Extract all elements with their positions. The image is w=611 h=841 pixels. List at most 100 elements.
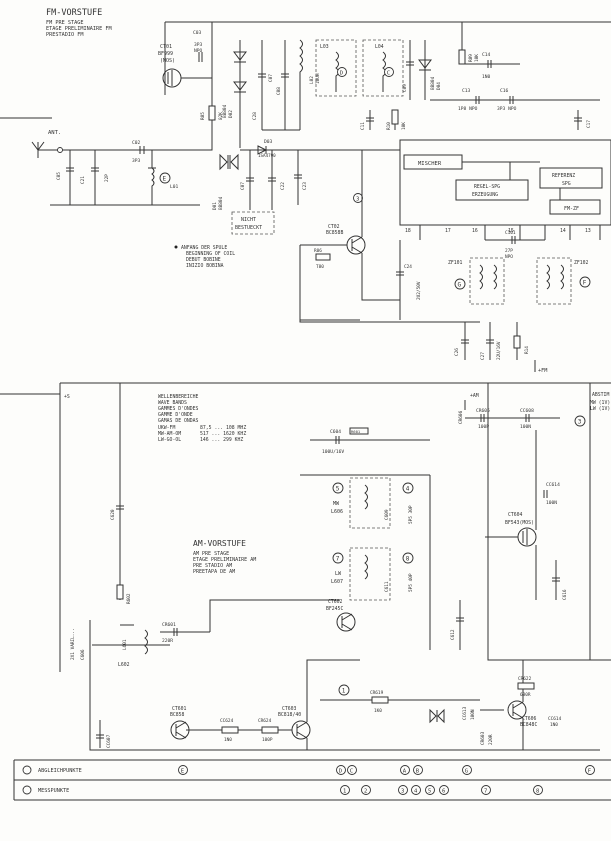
abgleich-mark-b-text: B — [416, 768, 420, 774]
abgleich-mark-d — [336, 765, 346, 775]
referenz-box — [539, 167, 603, 189]
c24-cap — [396, 271, 404, 276]
c05-name: C05 — [56, 172, 62, 180]
c03-dielectric: NPO — [194, 48, 203, 54]
zf102-name: ZF102 — [574, 260, 589, 266]
ic-internal-wires — [462, 161, 561, 200]
cr601-name: CR601 — [162, 622, 176, 628]
l04-name: L04 — [375, 44, 384, 50]
c612-cap — [456, 600, 464, 650]
marker-3-text: 3 — [356, 197, 359, 203]
abgleich-marks: E D C A B G F — [178, 765, 595, 775]
l03-name: L03 — [320, 44, 329, 50]
regel-label-1: REGEL-SPG — [474, 184, 500, 190]
fmzf-box — [549, 199, 601, 215]
mess-mark-7 — [481, 785, 491, 795]
c620-name: C620 — [110, 509, 116, 520]
pin-17: 17 — [445, 228, 451, 234]
l606-shield — [349, 477, 391, 529]
c16-value: 3P3 NPO — [497, 106, 517, 112]
abgleich-mark-a — [400, 765, 410, 775]
fmzf-label: FM-ZF — [564, 206, 579, 212]
d01-type: BB804 — [218, 196, 224, 210]
c27-value: 22U/16V — [496, 341, 502, 360]
cc608-name: CC608 — [520, 408, 534, 414]
am-plus-s: +S — [64, 394, 70, 400]
d02-name: D02 — [228, 110, 234, 118]
r09-resistor — [458, 49, 466, 65]
marker-8-text: 8 — [406, 556, 410, 563]
r09-name: R09 — [468, 54, 474, 62]
r602-name: R602 — [126, 593, 132, 604]
zf101-coils — [479, 264, 497, 290]
fm-input-wire — [130, 118, 213, 151]
abgleich-mark-c-text: C — [350, 768, 353, 774]
c14-value: 1N0 — [482, 74, 491, 80]
ct02-type: BC858B — [326, 230, 343, 236]
c601-cap — [173, 628, 178, 636]
l601-name: L601 — [122, 639, 128, 650]
fm-subtitle-it: PRESTADIO FM — [46, 32, 83, 38]
mischer-label: MISCHER — [418, 161, 442, 167]
c08-name: C08 — [276, 87, 282, 95]
mess-mark-7-text: 7 — [484, 788, 487, 794]
d04-name: D04 — [436, 82, 442, 90]
cr601-value: 220R — [162, 638, 173, 644]
l606-coil — [364, 484, 368, 510]
mess-key — [22, 785, 32, 795]
regel-label-2: ERZEUGUNG — [472, 192, 498, 198]
cr624-name: CR624 — [258, 718, 272, 724]
c21-name: C21 — [80, 176, 86, 184]
mess-mark-5 — [425, 785, 435, 795]
ct601-type: BC858 — [170, 712, 185, 718]
l02-name: L02 — [309, 76, 315, 84]
ct602-transistor — [336, 612, 356, 632]
cr605-name: CR605 — [476, 408, 490, 414]
mess-mark-4-text: 4 — [414, 788, 418, 794]
cc608-cap — [525, 414, 530, 422]
c03-value: 3P3 — [194, 42, 203, 48]
am-subtitle-fr: ETAGE PRELIMINAIRE AM — [193, 557, 256, 563]
cr624-value: 100P — [262, 737, 273, 743]
d02-type: BB804 — [222, 104, 228, 118]
am-tank-wires — [300, 474, 431, 650]
marker-5 — [332, 482, 344, 494]
fm-bottom-wires — [464, 322, 518, 360]
cr603-value: 220R — [488, 734, 494, 745]
c13-value: 1P8 NPO — [458, 106, 478, 112]
coil-note-en: BEGINNING OF COIL — [186, 251, 235, 257]
marker-7 — [332, 552, 344, 564]
cc614-cap — [543, 490, 548, 498]
abgleich-mark-c — [347, 765, 357, 775]
c14-name: C14 — [482, 52, 491, 58]
c616-cap — [552, 560, 560, 600]
c22-name: C22 — [280, 182, 286, 190]
mess-mark-5-text: 5 — [428, 788, 431, 794]
d01-name: D01 — [212, 202, 218, 210]
abstim-label: ABSTIM — [592, 392, 609, 398]
mess-mark-3-text: 3 — [401, 788, 404, 794]
c13-name: C13 — [462, 88, 471, 94]
c17-cap — [574, 117, 582, 122]
ct602-legs — [341, 613, 353, 631]
c03-name: C03 — [193, 30, 202, 36]
mw-1v-label: MW (1V) — [590, 400, 610, 406]
l606-name: L606 — [331, 509, 343, 515]
c23-name: C23 — [302, 182, 308, 190]
c604-cap — [335, 436, 340, 444]
am-right-column — [487, 383, 611, 661]
cc624-resistor — [221, 726, 239, 734]
nicht-bestueckt-box — [231, 211, 275, 235]
zf102-coils — [546, 264, 564, 290]
cc624-name: CC624 — [220, 718, 234, 724]
ct604-gates — [522, 529, 528, 545]
band-lw-name: LW-GO-OL — [158, 437, 181, 443]
bands-title-it: GAMME D'ONDE — [158, 412, 193, 418]
c04-name: C07 — [240, 182, 246, 190]
ic-pin-leads — [419, 225, 601, 240]
mess-mark-2 — [361, 785, 371, 795]
band-mw-range: 517 ... 1620 KHZ — [200, 431, 246, 437]
ct603-transistor — [291, 720, 311, 740]
c02-capacitor — [139, 146, 145, 154]
